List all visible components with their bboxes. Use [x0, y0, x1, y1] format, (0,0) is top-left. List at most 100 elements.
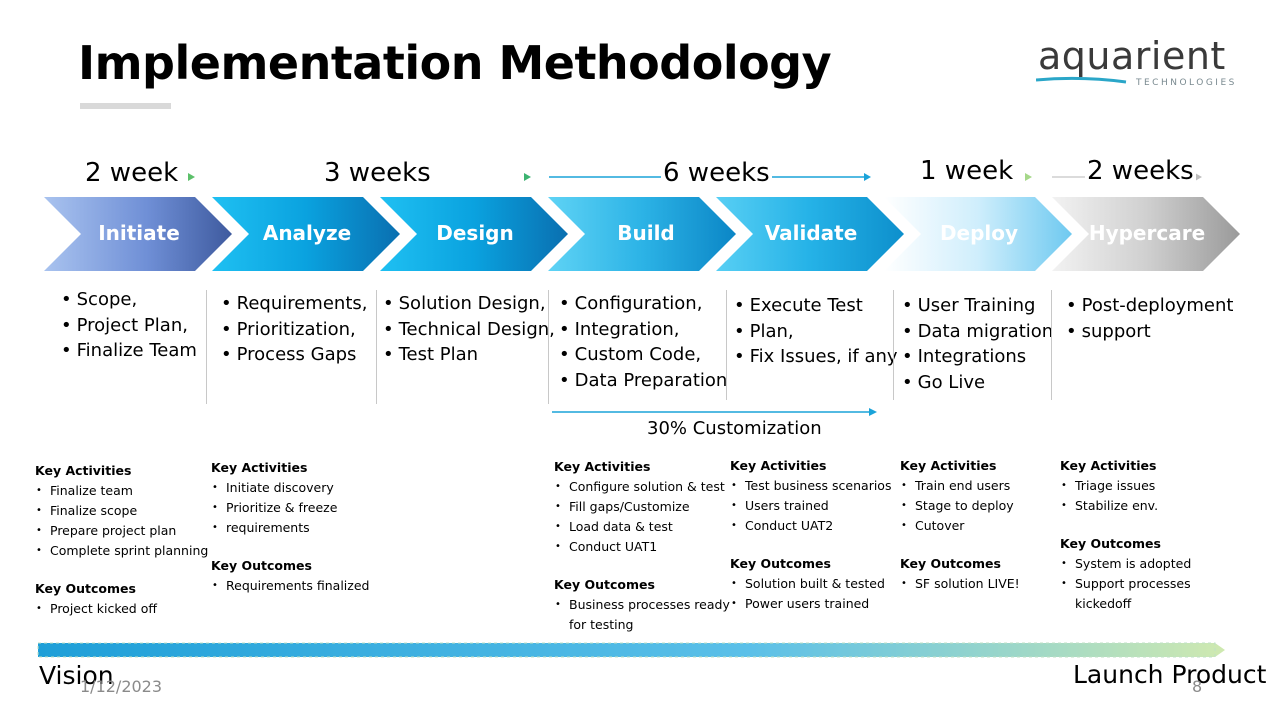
list-item: Load data & test: [554, 517, 730, 537]
duration-label: 1 week: [918, 156, 1016, 186]
chevron-initiate: [44, 197, 232, 271]
page-title: Implementation Methodology: [78, 36, 832, 90]
details-validate: Key Activities Test business scenarios U…: [730, 456, 891, 632]
column-divider: [376, 290, 377, 404]
phase-chevrons: [44, 197, 1240, 271]
phase-bullets-deploy: User Training Data migration Integration…: [902, 293, 1054, 396]
list-item: Finalize Team: [61, 338, 197, 364]
details-deploy: Key Activities Train end users Stage to …: [900, 456, 1020, 612]
list-item: Fill gaps/Customize: [554, 497, 730, 517]
phase-bullets-hypercare: Post-deployment support: [1066, 293, 1234, 345]
list-item: Requirements finalized: [211, 576, 369, 596]
duration-label: 2 week: [83, 158, 181, 188]
logo-wave-icon: [1036, 76, 1127, 84]
key-activities-heading: Key Activities: [730, 458, 827, 473]
list-item: User Training: [902, 293, 1053, 319]
company-logo: aquarient TECHNOLOGIES: [1036, 34, 1237, 94]
list-item: Data Preparation: [559, 368, 728, 394]
slide-date: 1/12/2023: [80, 677, 163, 696]
details-build: Key Activities Configure solution & test…: [554, 457, 730, 653]
list-item: Execute Test: [734, 293, 898, 319]
list-item: Configure solution & test: [554, 477, 730, 497]
slide-number: 8: [1192, 677, 1203, 696]
phase-label-build: Build: [617, 221, 675, 245]
key-outcomes-heading: Key Outcomes: [1060, 536, 1161, 551]
footer-vision-label: Vision: [39, 661, 114, 690]
title-underline: [80, 103, 171, 109]
list-item: Stabilize env.: [1060, 496, 1191, 516]
list-item: Prioritize & freeze: [211, 498, 369, 518]
list-item-continuation: for testing: [569, 617, 634, 632]
list-item: Integration,: [559, 317, 727, 343]
key-outcomes-heading: Key Outcomes: [211, 558, 312, 573]
list-item: support: [1066, 319, 1233, 345]
duration-label: 3 weeks: [322, 158, 433, 188]
key-activities-heading: Key Activities: [35, 463, 132, 478]
duration-label: 6 weeks: [661, 158, 772, 188]
chevron-validate: [716, 197, 904, 271]
chevron-build: [548, 197, 736, 271]
list-item: Requirements,: [221, 291, 368, 317]
list-item: Scope,: [61, 287, 197, 313]
key-outcomes-heading: Key Outcomes: [900, 556, 1001, 571]
list-item: Project kicked off: [35, 599, 208, 619]
key-activities-heading: Key Activities: [1060, 458, 1157, 473]
details-initiate: Key Activities Finalize team Finalize sc…: [35, 461, 208, 637]
key-activities-heading: Key Activities: [900, 458, 997, 473]
phase-bullets-design: Solution Design, Technical Design, Test …: [383, 291, 555, 368]
list-item: Finalize scope: [35, 501, 208, 521]
list-item: Solution Design,: [383, 291, 555, 317]
list-item: Users trained: [730, 496, 891, 516]
phase-label-analyze: Analyze: [262, 221, 352, 245]
details-analyze: Key Activities Initiate discovery Priori…: [211, 458, 369, 614]
logo-wordmark: aquarient: [1038, 34, 1226, 78]
list-item: Finalize team: [35, 481, 208, 501]
list-item: Go Live: [902, 370, 1053, 396]
list-item: Custom Code,: [559, 342, 727, 368]
column-divider: [726, 290, 727, 400]
list-item: Initiate discovery: [211, 478, 369, 498]
list-item: Data migration: [902, 319, 1054, 345]
list-item: Conduct UAT2: [730, 516, 891, 536]
column-divider: [206, 290, 207, 404]
list-item: Triage issues: [1060, 476, 1191, 496]
key-outcomes-heading: Key Outcomes: [730, 556, 831, 571]
list-item: requirements: [211, 518, 369, 538]
list-item: Test business scenarios: [730, 476, 891, 496]
phase-bullets-build: Configuration, Integration, Custom Code,…: [559, 291, 728, 394]
list-item: Conduct UAT1: [554, 537, 730, 557]
list-item: Train end users: [900, 476, 1020, 496]
list-item: Technical Design,: [383, 317, 555, 343]
column-divider: [548, 290, 549, 404]
list-item: Prepare project plan: [35, 521, 208, 541]
customization-arrow: [552, 408, 877, 416]
details-hypercare: Key Activities Triage issues Stabilize e…: [1060, 456, 1191, 632]
key-activities-heading: Key Activities: [211, 460, 308, 475]
phase-label-deploy: Deploy: [939, 221, 1019, 245]
footer-launch-label: Launch Product: [1073, 660, 1267, 689]
list-item: Fix Issues, if any: [734, 344, 898, 370]
list-item: SF solution LIVE!: [900, 574, 1020, 594]
list-item: Configuration,: [559, 291, 727, 317]
list-item: Complete sprint planning: [35, 541, 208, 561]
phase-bullets-validate: Execute Test Plan, Fix Issues, if any: [734, 293, 898, 370]
list-item: Plan,: [734, 319, 898, 345]
list-item: System is adopted: [1060, 554, 1191, 574]
phase-label-hypercare: Hypercare: [1088, 221, 1206, 245]
list-item: Process Gaps: [221, 342, 368, 368]
list-item: Power users trained: [730, 594, 891, 614]
column-divider: [1051, 290, 1052, 400]
logo-subtitle: TECHNOLOGIES: [1136, 78, 1237, 88]
list-item-continuation: kickedoff: [1075, 596, 1132, 611]
key-activities-heading: Key Activities: [554, 459, 651, 474]
key-outcomes-heading: Key Outcomes: [554, 577, 655, 592]
phase-bullets-analyze: Requirements, Prioritization, Process Ga…: [221, 291, 368, 368]
phase-label-validate: Validate: [764, 221, 858, 245]
customization-label: 30% Customization: [647, 418, 822, 439]
list-item: Support processes: [1060, 574, 1191, 594]
chevron-hypercare: [1052, 197, 1240, 271]
timeline-arrow: [37, 642, 1225, 658]
chevron-analyze: [212, 197, 400, 271]
list-item: Integrations: [902, 344, 1053, 370]
list-item: Test Plan: [383, 342, 555, 368]
